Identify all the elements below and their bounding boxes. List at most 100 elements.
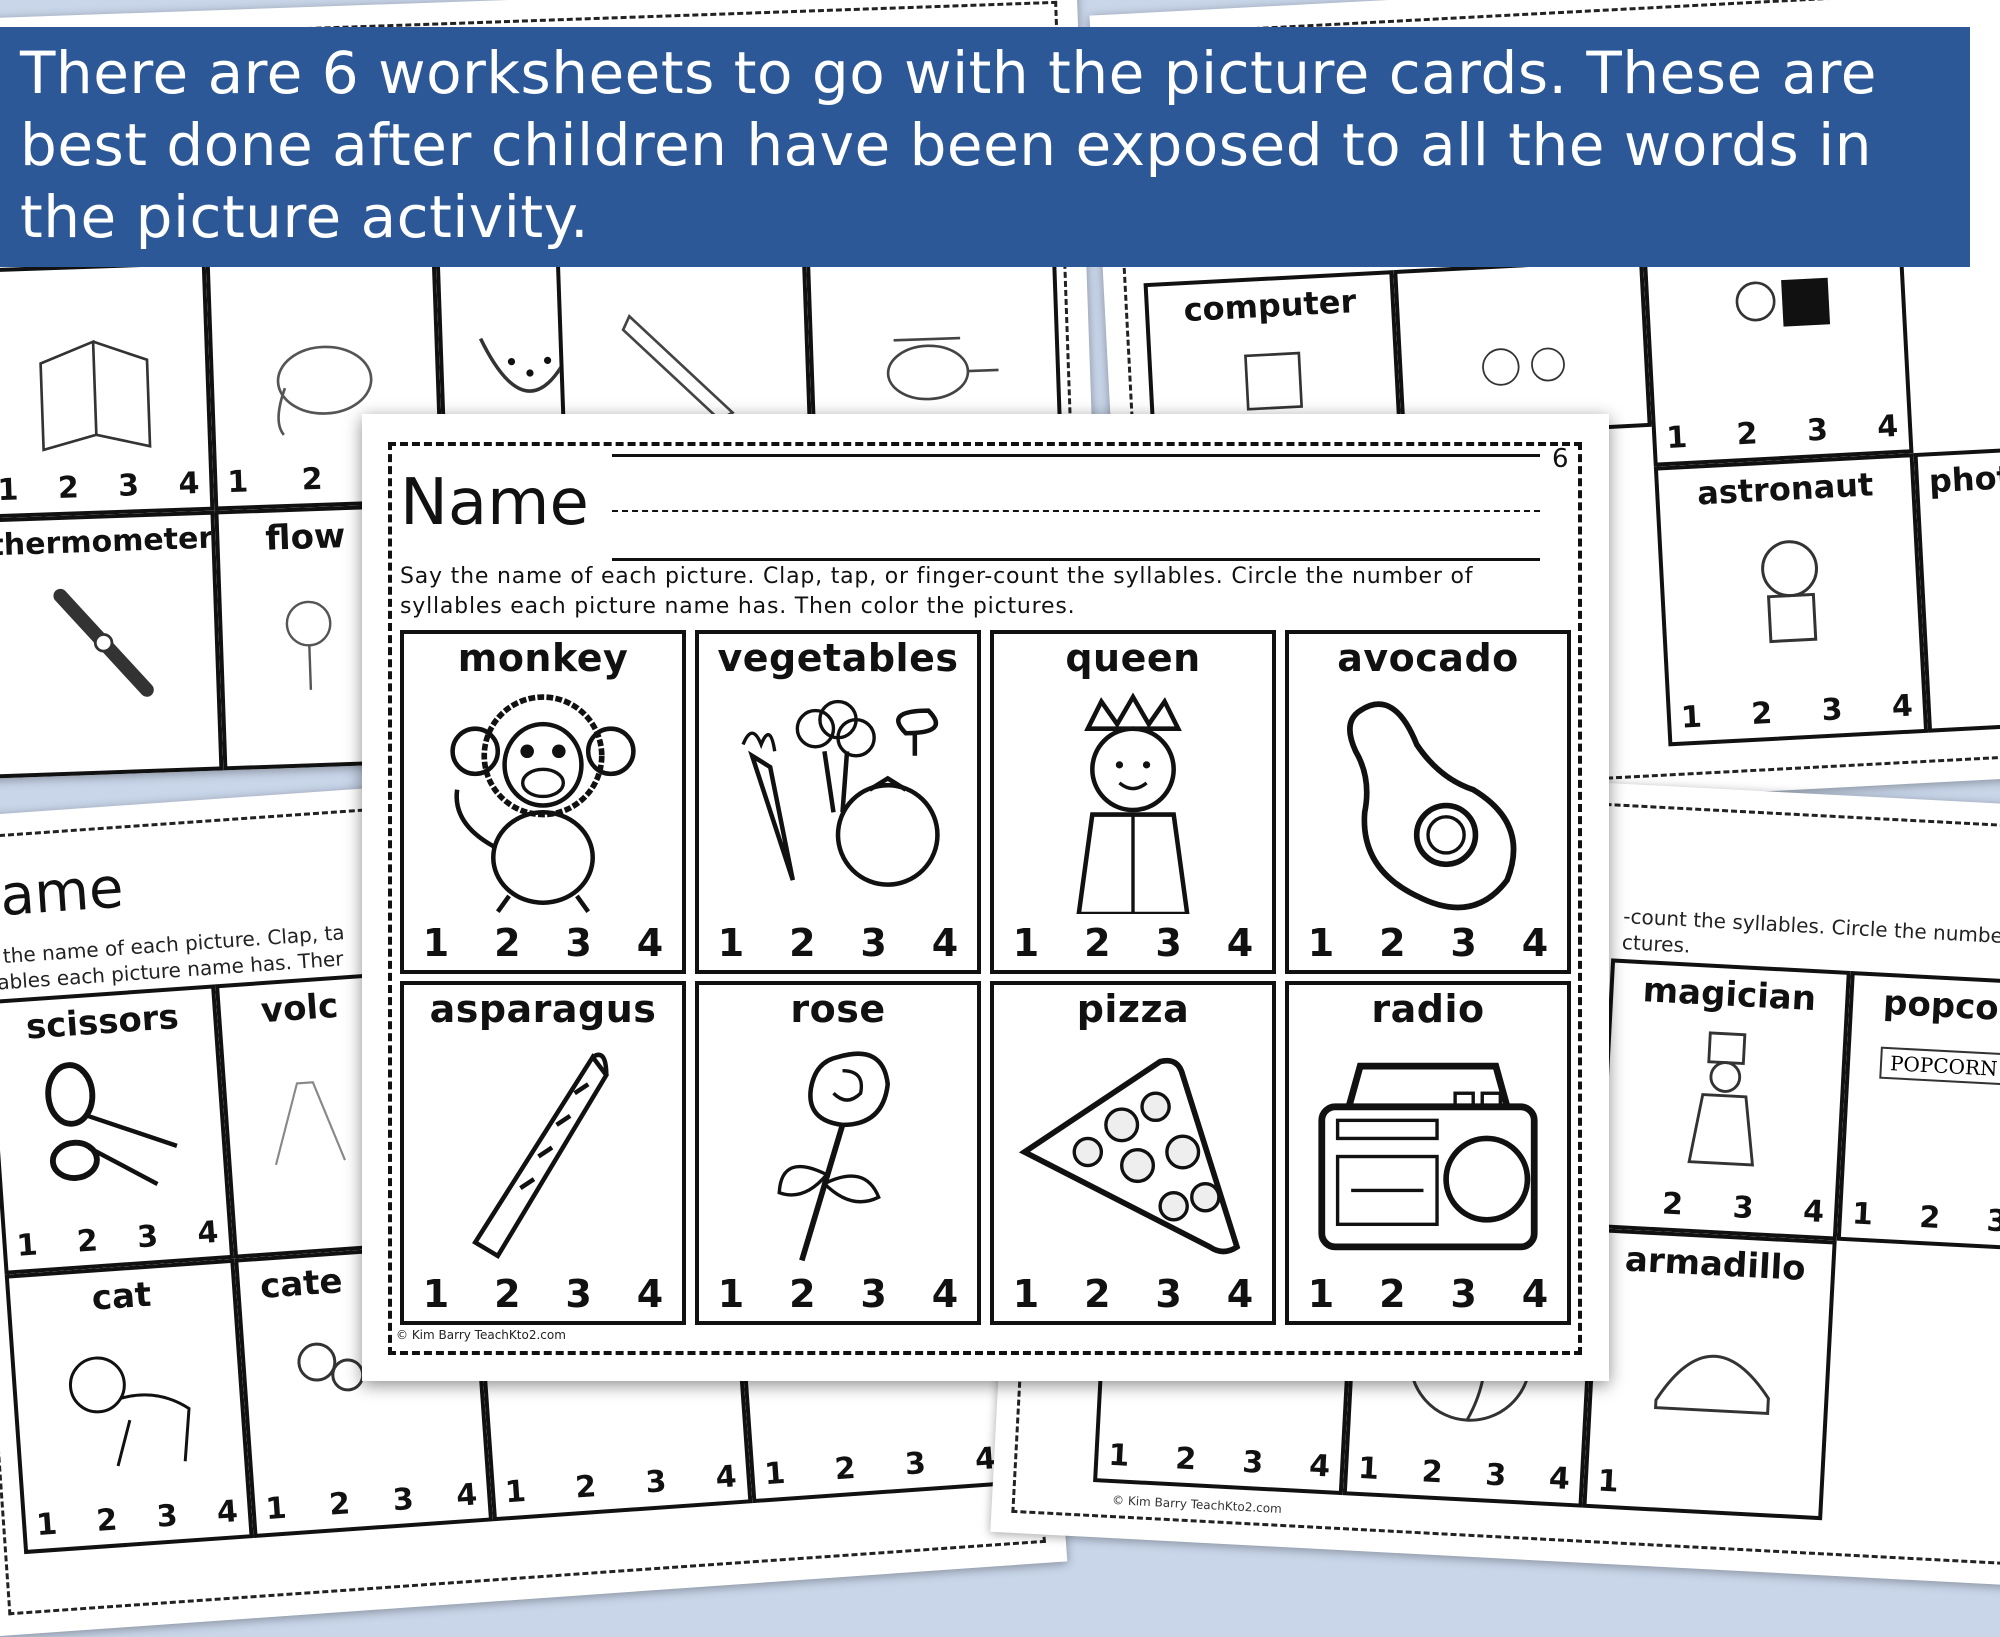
computer-icon xyxy=(1244,351,1304,411)
syllable-option-1[interactable]: 1 xyxy=(422,1272,450,1316)
syllable-option-3[interactable]: 3 xyxy=(860,921,887,965)
syllable-option-1[interactable]: 1 xyxy=(1012,921,1040,965)
syllable-numbers: 1 2 3 4 xyxy=(711,920,965,966)
card-word: queen xyxy=(1065,636,1201,680)
motorcycle-icon xyxy=(1482,347,1566,386)
picture-card: flow xyxy=(214,504,404,771)
card-word: popcor xyxy=(1882,982,2000,1030)
flower-icon xyxy=(285,601,332,691)
card-word: armadillo xyxy=(1624,1239,1807,1290)
syllable-option-2[interactable]: 2 xyxy=(494,1272,521,1316)
rose-icon xyxy=(777,1051,890,1262)
queen-icon xyxy=(1076,692,1190,914)
teacher-icon xyxy=(1735,277,1830,327)
syllable-option-3[interactable]: 3 xyxy=(565,1272,592,1316)
syllable-option-3[interactable]: 3 xyxy=(1155,1272,1182,1316)
picture-card: thermometer xyxy=(0,510,224,779)
astronaut-icon xyxy=(1760,540,1818,643)
card-monkey: monkey 1 2 3 4 xyxy=(400,630,686,974)
card-word: thermometer xyxy=(0,520,212,564)
avocado-icon xyxy=(1347,701,1517,911)
dashed-border xyxy=(388,442,1582,1355)
card-word: vegetables xyxy=(717,636,959,680)
card-word: volc xyxy=(259,985,340,1032)
syllable-numbers: 1 xyxy=(1596,1463,1620,1500)
syllable-option-3[interactable]: 3 xyxy=(1450,921,1477,965)
card-word: cat xyxy=(90,1274,153,1319)
syllable-option-2[interactable]: 2 xyxy=(1379,1272,1406,1316)
syllable-option-1[interactable]: 1 xyxy=(1307,1272,1335,1316)
syllable-numbers: 1 2 3 4 xyxy=(1301,920,1555,966)
card-asparagus: asparagus 1 2 3 4 xyxy=(400,981,686,1325)
name-line-top xyxy=(612,454,1540,457)
syllable-option-2[interactable]: 2 xyxy=(1084,921,1111,965)
syllable-option-1[interactable]: 1 xyxy=(1307,921,1335,965)
card-word: asparagus xyxy=(429,987,657,1031)
syllable-option-4[interactable]: 4 xyxy=(1226,1272,1254,1316)
page-number: 6 xyxy=(1552,444,1569,474)
syllable-option-2[interactable]: 2 xyxy=(1084,1272,1111,1316)
syllable-option-1[interactable]: 1 xyxy=(422,921,450,965)
card-pizza: pizza 1 2 3 4 xyxy=(990,981,1276,1325)
copyright: © Kim Barry TeachKto2.com xyxy=(396,1328,566,1342)
card-word: avocado xyxy=(1337,636,1519,680)
picture-card: computer xyxy=(1143,270,1403,453)
card-word: photo xyxy=(1927,456,2000,501)
card-word: rose xyxy=(790,987,886,1031)
syllable-option-3[interactable]: 3 xyxy=(565,921,592,965)
syllable-option-3[interactable]: 3 xyxy=(1450,1272,1477,1316)
book-icon xyxy=(39,339,152,452)
syllable-option-4[interactable]: 4 xyxy=(1226,921,1254,965)
syllable-option-2[interactable]: 2 xyxy=(789,921,816,965)
syllable-option-1[interactable]: 1 xyxy=(1012,1272,1040,1316)
syllable-numbers: 1 2 3 4 xyxy=(1006,1271,1260,1317)
radio-icon xyxy=(1318,1062,1538,1251)
syllable-option-4[interactable]: 4 xyxy=(1521,921,1549,965)
syllable-option-3[interactable]: 3 xyxy=(860,1272,887,1316)
syllable-option-2[interactable]: 2 xyxy=(789,1272,816,1316)
cat-icon xyxy=(69,1356,191,1467)
syllable-numbers: 1 2 3 4 xyxy=(711,1271,965,1317)
background-worksheet-bottom-left: Name ay the name of each picture. Clap, … xyxy=(0,743,1068,1637)
syllable-option-1[interactable]: 1 xyxy=(717,1272,745,1316)
picture-card: volc xyxy=(214,973,394,1259)
picture-card: armadillo 1 xyxy=(1582,1228,1837,1521)
syllable-option-1[interactable]: 1 xyxy=(717,921,745,965)
card-word: computer xyxy=(1182,282,1358,330)
syllable-option-4[interactable]: 4 xyxy=(1521,1272,1549,1316)
syllable-numbers: 1 2 3 4 xyxy=(416,1271,670,1317)
syllable-numbers: 1 2 3 4 xyxy=(1006,920,1260,966)
syllable-option-4[interactable]: 4 xyxy=(636,921,664,965)
syllable-option-2[interactable]: 2 xyxy=(494,921,521,965)
card-vegetables: vegetables 1 2 3 4 xyxy=(695,630,981,974)
main-worksheet: 6 Name Say the name of each picture. Cla… xyxy=(362,414,1609,1381)
card-word: astronaut xyxy=(1696,465,1875,513)
syllable-option-2[interactable]: 2 xyxy=(1379,921,1406,965)
syllable-option-3[interactable]: 3 xyxy=(1155,921,1182,965)
syllable-option-4[interactable]: 4 xyxy=(931,1272,959,1316)
name-line-bottom xyxy=(612,558,1540,561)
popcorn-sign: POPCORN xyxy=(1879,1046,2000,1086)
syllable-option-4[interactable]: 4 xyxy=(636,1272,664,1316)
name-label: Name xyxy=(0,855,126,932)
syllable-option-4[interactable]: 4 xyxy=(931,921,959,965)
volcano-icon xyxy=(274,1080,346,1165)
instructions-line: ctures. xyxy=(1621,929,1691,958)
banner-text: There are 6 worksheets to go with the pi… xyxy=(20,39,1877,251)
name-label: Name xyxy=(400,466,589,540)
